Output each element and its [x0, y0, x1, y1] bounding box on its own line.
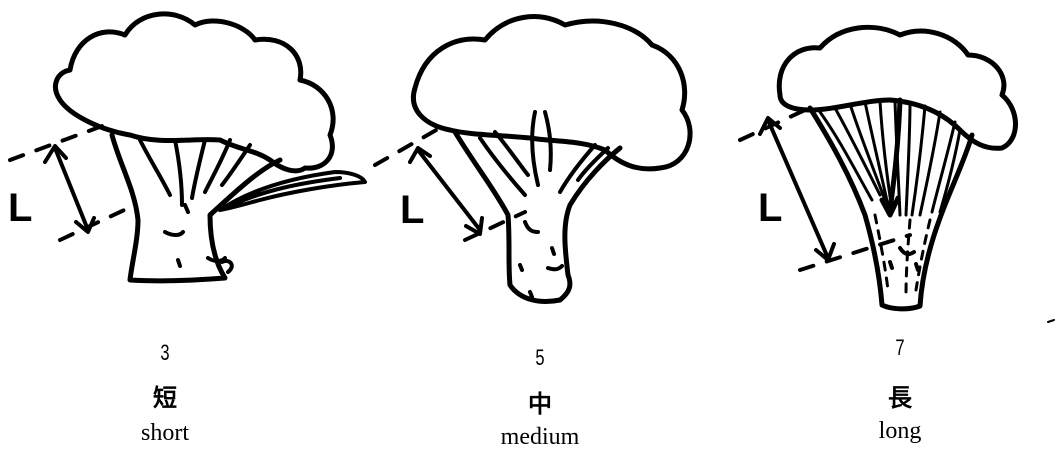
- panel-medium: L 5 中 medium: [370, 0, 710, 457]
- mushroom-long-drawing: [710, 0, 1058, 330]
- panel-number: 7: [840, 335, 960, 361]
- dashed-reference-bottom: [60, 205, 135, 240]
- panel-number: 5: [480, 345, 600, 371]
- panel-chinese-label: 中: [460, 384, 620, 419]
- panel-chinese-label: 長: [820, 378, 980, 413]
- dashed-reference-top: [740, 110, 805, 140]
- panel-english-label: medium: [460, 424, 620, 451]
- stem-marks: [165, 205, 232, 272]
- mushroom-medium-drawing: [370, 0, 710, 330]
- dimension-label-L: L: [8, 188, 32, 228]
- stem-marks: [890, 248, 918, 270]
- gill-flap: [220, 172, 365, 210]
- panel-short: L 3 短 short: [0, 0, 380, 457]
- length-arrow: [45, 146, 94, 232]
- cap-outline: [55, 14, 333, 171]
- panel-chinese-label: 短: [85, 378, 245, 413]
- dashed-reference-bottom: [465, 212, 525, 240]
- panel-english-label: short: [85, 420, 245, 447]
- mushroom-short-drawing: [0, 0, 380, 330]
- stem-marks: [520, 222, 562, 297]
- dimension-label-L: L: [758, 188, 782, 228]
- dimension-label-L: L: [400, 190, 424, 230]
- panel-number: 3: [105, 340, 225, 366]
- panel-english-label: long: [820, 418, 980, 445]
- edge-mark: [1048, 320, 1054, 322]
- panel-long: L 7 長 long: [710, 0, 1058, 457]
- stem-outline: [112, 135, 280, 281]
